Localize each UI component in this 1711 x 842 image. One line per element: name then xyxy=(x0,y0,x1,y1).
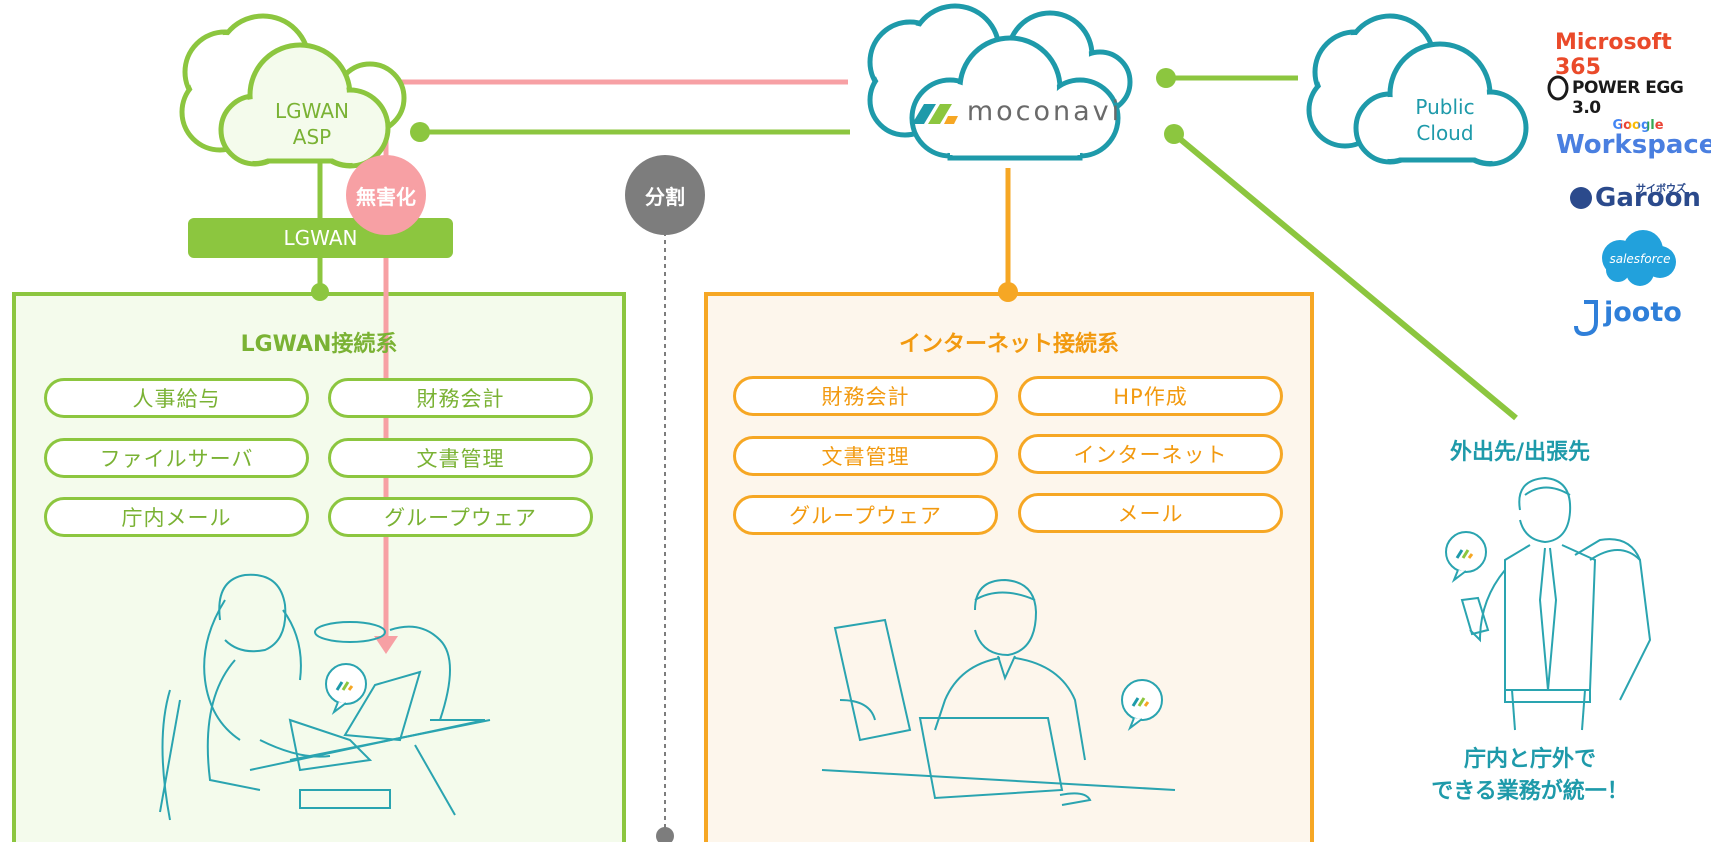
lgwan-bar-label: LGWAN xyxy=(283,226,358,250)
microsoft-365-logo: Microsoft 365 xyxy=(1555,30,1672,80)
public-cloud-shape xyxy=(1306,13,1529,167)
remote-title: 外出先/出張先 xyxy=(1449,440,1591,465)
remote-dot xyxy=(1164,124,1184,144)
internet-item-hp-creation: HP作成 xyxy=(1018,376,1283,416)
woman-laptop-illustration xyxy=(159,573,491,821)
lgwan-asp-label-line2: ASP xyxy=(292,125,332,149)
internet-panel-dot xyxy=(998,282,1018,302)
moconavi-logo-mark xyxy=(912,104,958,124)
internet-item-mail: メール xyxy=(1018,493,1283,533)
split-line-end-dot xyxy=(656,827,674,842)
moconavi-wordmark: moconavi xyxy=(966,96,1123,127)
split-badge: 分割 xyxy=(645,185,685,209)
split-badge-circle xyxy=(625,155,705,235)
google-workspace-logo: Workspace xyxy=(1556,130,1711,160)
public-cloud-label-line2: Cloud xyxy=(1416,121,1474,145)
remote-caption-line2: できる業務が統一！ xyxy=(1431,779,1629,804)
public-cloud-label-line1: Public xyxy=(1415,95,1475,119)
power-egg-logo: POWER EGG 3.0 xyxy=(1572,78,1684,118)
lgwan-asp-label: LGWAN ASP xyxy=(262,98,362,150)
speech-bubble-internet-icon xyxy=(1121,679,1163,731)
google-text: Google xyxy=(1612,118,1664,133)
speech-bubble-lgwan-icon xyxy=(325,663,367,715)
jooto-logo-mark xyxy=(1574,300,1598,337)
lgwan-item-internal-mail: 庁内メール xyxy=(44,497,309,537)
google-logo-text: Google xyxy=(1608,118,1668,133)
internet-item-finance: 財務会計 xyxy=(733,376,998,416)
sanitize-badge: 無害化 xyxy=(356,185,416,209)
remote-caption-line1: 庁内と庁外で xyxy=(1463,747,1596,772)
lgwan-panel-title: LGWAN接続系 xyxy=(240,332,398,357)
internet-item-document-mgmt: 文書管理 xyxy=(733,436,998,476)
sanitize-arrowhead xyxy=(374,636,398,654)
garoon-logo: Garoon xyxy=(1595,183,1701,213)
garoon-logo-mark xyxy=(1570,187,1592,209)
remote-line xyxy=(1172,131,1518,421)
lgwan-asp-label-line1: LGWAN xyxy=(275,99,349,123)
sanitize-badge-circle xyxy=(346,155,426,235)
internet-item-groupware: グループウェア xyxy=(733,495,998,535)
power-egg-logo-mark xyxy=(1547,75,1569,101)
lgwan-asp-cloud-shape xyxy=(179,13,407,169)
lgwan-item-document-mgmt: 文書管理 xyxy=(328,438,593,478)
public-cloud-label: Public Cloud xyxy=(1400,94,1490,146)
jooto-logo: jooto xyxy=(1604,297,1682,328)
public-cloud-dot xyxy=(1156,68,1176,88)
lgwan-panel-frame xyxy=(12,292,626,842)
salesforce-logo-shape xyxy=(1602,230,1676,286)
speech-bubble-remote-icon xyxy=(1445,531,1487,583)
lgwan-panel-dot xyxy=(311,283,329,301)
salesforce-logo-text: salesforce xyxy=(1609,252,1671,266)
lgwan-item-groupware: グループウェア xyxy=(328,497,593,537)
remote-worker-illustration xyxy=(1460,476,1652,731)
internet-item-internet: インターネット xyxy=(1018,434,1283,474)
moconavi-cloud-shape xyxy=(867,3,1133,161)
man-laptop-illustration xyxy=(821,578,1176,806)
remote-caption: 庁内と庁外で できる業務が統一！ xyxy=(1420,744,1640,808)
internet-panel-title: インターネット接続系 xyxy=(898,332,1119,357)
lgwan-item-hr-payroll: 人事給与 xyxy=(44,378,309,418)
lgwan-asp-dot xyxy=(410,122,430,142)
lgwan-item-finance: 財務会計 xyxy=(328,378,593,418)
garoon-kana-label: サイボウズ xyxy=(1636,184,1686,195)
lgwan-item-file-server: ファイルサーバ xyxy=(44,438,309,478)
